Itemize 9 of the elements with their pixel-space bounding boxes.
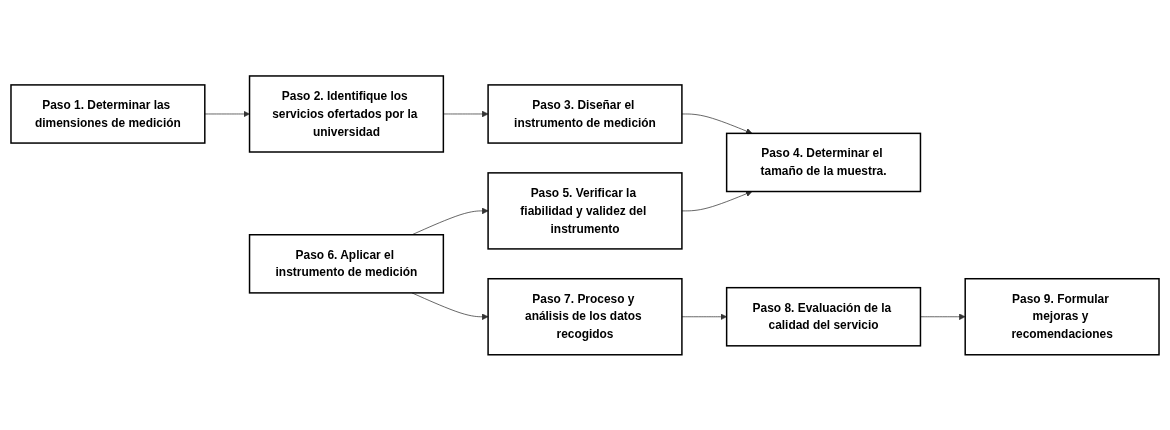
node-box: Paso 6. Aplicar el instrumento de medición	[248, 233, 445, 294]
node-box: Paso 7. Proceso y análisis de los datos recogidos	[487, 277, 683, 356]
node-box: Paso 1. Determinar las dimensiones de medición	[10, 83, 206, 144]
node-box: Paso 8. Evaluación de la calidad del servicio	[725, 286, 922, 347]
node-box: Paso 9. Formular mejoras y recomendaciones	[964, 277, 1160, 356]
node-box: Paso 5. Verificar la fiabilidad y validez del instrumento	[487, 171, 683, 250]
node-box: Paso 3. Diseñar el instrumento de medición	[487, 83, 683, 144]
node-box: Paso 4. Determinar el tamaño de la muestra.	[725, 132, 922, 192]
node-box: Paso 2. Identifique los servicios ofertados por la universidad	[248, 74, 445, 153]
